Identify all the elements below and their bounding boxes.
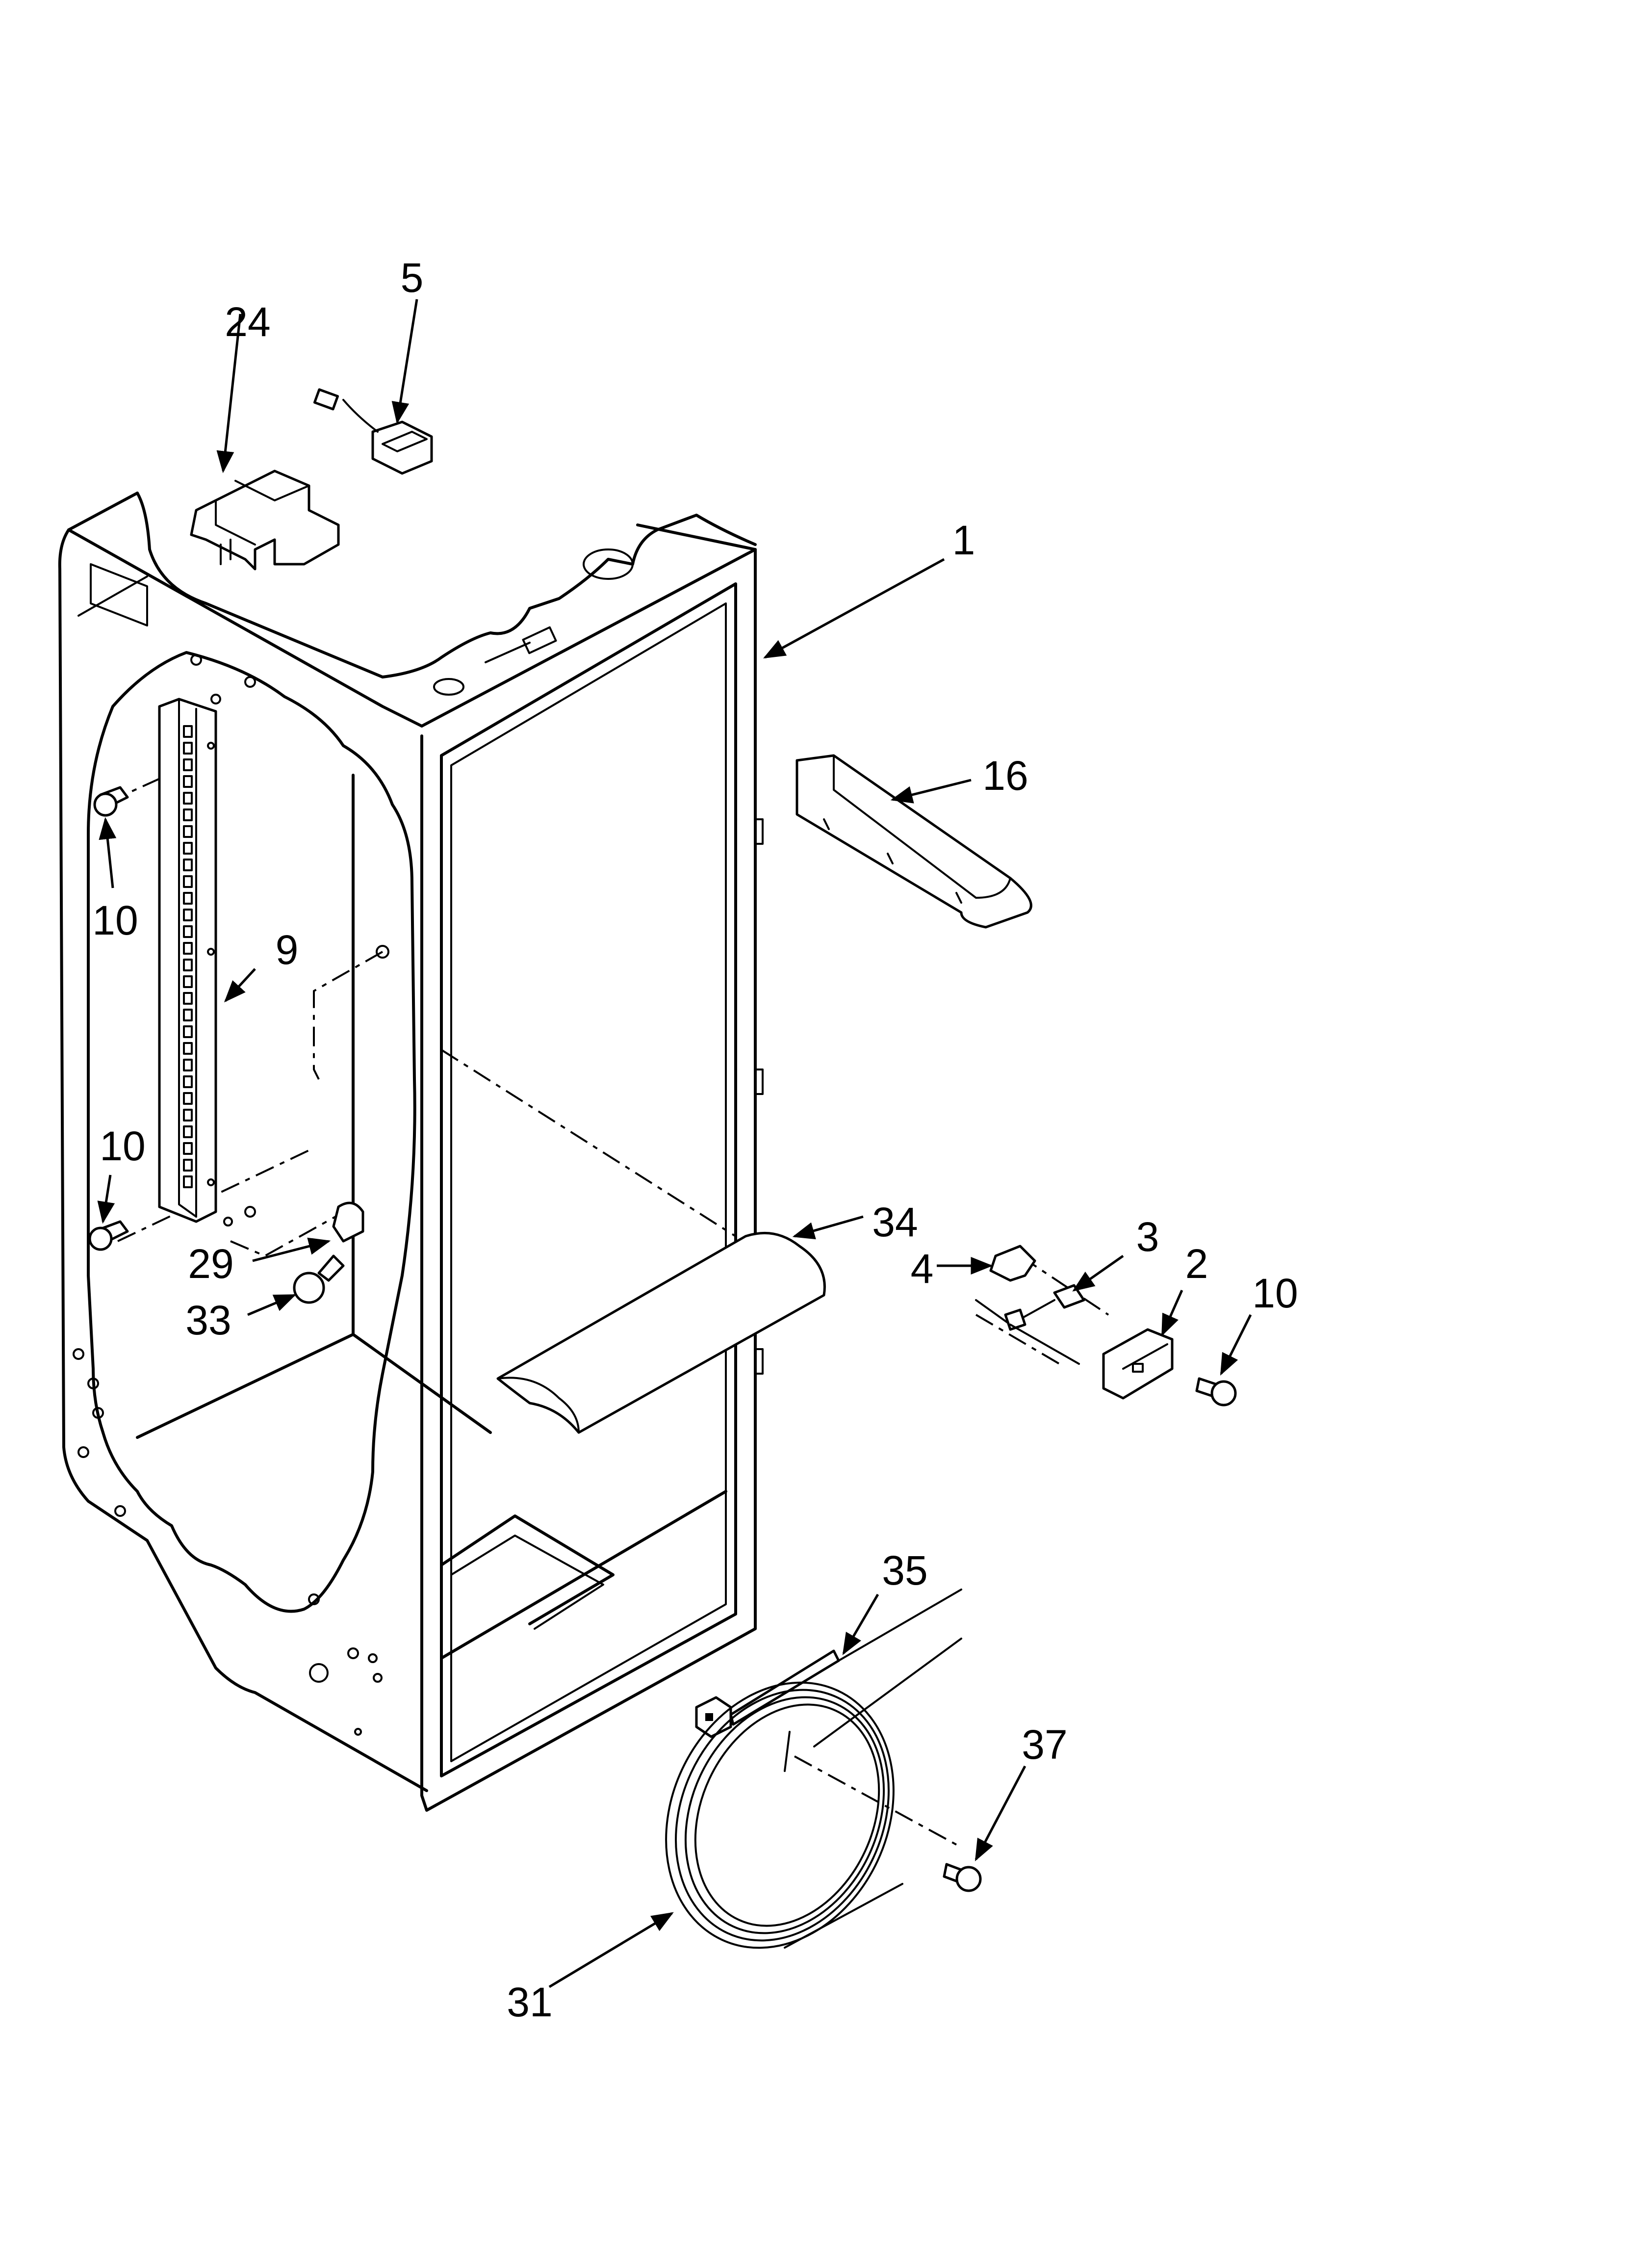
callout-1: 1 <box>952 517 975 563</box>
callout-16: 16 <box>982 753 1028 799</box>
ladder-slot <box>183 1125 193 1138</box>
callout-31: 31 <box>507 1979 552 2025</box>
ladder-slot <box>183 975 193 988</box>
light-bulb-icon <box>293 1254 345 1304</box>
ladder-slot <box>183 1092 193 1105</box>
wire-connector <box>975 1284 1085 1365</box>
callout-34: 34 <box>872 1199 918 1245</box>
callout-3: 3 <box>1136 1214 1159 1260</box>
deflector <box>795 754 1032 929</box>
ladder-slot <box>183 842 193 855</box>
callout-37: 37 <box>1022 1721 1067 1768</box>
ladder-slot <box>183 742 193 755</box>
wire-coil <box>665 1638 962 1949</box>
ladder-slot <box>183 1059 193 1071</box>
ladder-slot <box>183 1009 193 1021</box>
clip <box>989 1245 1036 1282</box>
ladder-slot <box>183 808 193 821</box>
callout-9: 9 <box>276 927 299 973</box>
callout-10: 10 <box>1252 1270 1298 1316</box>
ladder-slot <box>183 1025 193 1038</box>
ladder-slot <box>183 859 193 871</box>
ladder-slot <box>183 892 193 905</box>
ladder-slot <box>183 825 193 838</box>
callout-10: 10 <box>92 897 138 943</box>
ladder-slot <box>183 875 193 888</box>
door-switch <box>1102 1328 1174 1400</box>
ladder-slot <box>183 1042 193 1055</box>
callout-24: 24 <box>225 299 270 345</box>
light-cover <box>496 1231 826 1434</box>
callout-29: 29 <box>188 1241 233 1287</box>
ladder-slot <box>183 792 193 805</box>
screw-icon <box>88 1220 129 1251</box>
callout-2: 2 <box>1185 1241 1208 1287</box>
ladder-slot <box>183 725 193 738</box>
callout-10: 10 <box>100 1123 145 1169</box>
ladder-slot <box>183 959 193 971</box>
wire-switch <box>313 388 433 475</box>
callout-labels: 5 24 1 16 10 9 10 29 33 34 4 3 2 10 35 3… <box>92 255 1298 2025</box>
ladder-slot <box>183 775 193 788</box>
ladder-slot <box>183 909 193 921</box>
cabinet-liner <box>58 492 764 1812</box>
ladder-slot <box>183 1175 193 1188</box>
callout-4: 4 <box>911 1246 934 1292</box>
ladder-slot <box>183 925 193 938</box>
assembly-lines <box>107 755 1109 1846</box>
screw-icon <box>943 1863 982 1892</box>
screw-icon <box>1195 1377 1237 1407</box>
callout-35: 35 <box>882 1547 927 1593</box>
ladder-slot <box>183 758 193 771</box>
ladder-slot <box>183 1159 193 1172</box>
callout-leaders <box>97 299 1252 1988</box>
ladder-slot <box>183 942 193 955</box>
callout-33: 33 <box>185 1297 231 1343</box>
ladder-slot <box>183 992 193 1005</box>
callout-5: 5 <box>401 255 424 301</box>
screw-icon <box>93 786 129 817</box>
lamp-socket <box>223 1201 364 1243</box>
shelf-ladder <box>158 698 217 1223</box>
control-housing <box>190 469 340 571</box>
ladder-slot <box>183 1109 193 1121</box>
ladder-slot <box>183 1075 193 1088</box>
ladder-slot <box>183 1142 193 1155</box>
